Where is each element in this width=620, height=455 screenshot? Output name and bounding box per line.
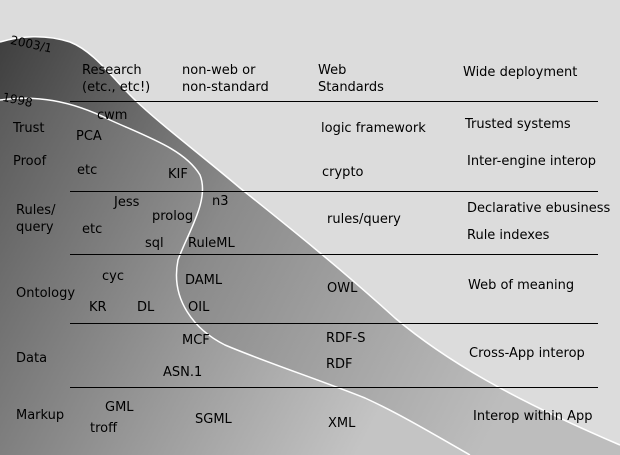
item-etc-proof: etc — [77, 163, 98, 178]
item-troff: troff — [90, 421, 118, 436]
deploy-web-of-meaning: Web of meaning — [468, 278, 575, 293]
deploy-cross-app-interop: Cross-App interop — [469, 346, 585, 361]
deploy-interop-within-app: Interop within App — [473, 409, 593, 424]
web-xml: XML — [328, 416, 356, 431]
item-gml: GML — [105, 400, 134, 415]
row-label-ontology: Ontology — [16, 286, 76, 301]
item-mcf: MCF — [182, 333, 210, 348]
item-daml: DAML — [185, 273, 223, 288]
item-prolog: prolog — [152, 209, 194, 224]
header-nonweb: non-web or non-standard — [182, 62, 269, 96]
header-web-line1: Web — [318, 63, 347, 78]
web-rdf-s: RDF-S — [326, 331, 366, 346]
header-web-line2: Standards — [318, 80, 384, 95]
web-owl: OWL — [327, 281, 358, 296]
row-label-proof: Proof — [13, 154, 47, 169]
web-rdf: RDF — [326, 357, 353, 372]
item-asn1: ASN.1 — [163, 365, 203, 380]
web-rules-query: rules/query — [327, 212, 401, 227]
row-label-markup: Markup — [16, 408, 65, 423]
header-web-standards: Web Standards — [318, 62, 384, 96]
deploy-inter-engine-interop: Inter-engine interop — [467, 154, 597, 169]
item-oil: OIL — [188, 300, 210, 315]
row-label-rules-line2: query — [16, 220, 54, 235]
header-research: Research (etc., etc!) — [82, 62, 150, 96]
header-research-line2: (etc., etc!) — [82, 80, 151, 95]
item-sql: sql — [145, 236, 164, 251]
web-logic-framework: logic framework — [321, 121, 426, 136]
item-kr: KR — [89, 300, 107, 315]
row-label-trust: Trust — [13, 121, 45, 136]
item-jess: Jess — [114, 195, 140, 210]
row-label-data: Data — [16, 351, 48, 366]
item-pca: PCA — [76, 129, 102, 144]
item-cwm: cwm — [97, 108, 128, 123]
item-ruleml: RuleML — [188, 236, 235, 251]
header-nonweb-line1: non-web or — [182, 63, 256, 78]
item-n3: n3 — [212, 194, 229, 209]
row-label-rules: Rules/ query — [16, 202, 55, 236]
boundary-2003 — [0, 35, 620, 446]
item-etc-rules: etc — [82, 222, 103, 237]
row-label-rules-line1: Rules/ — [16, 203, 56, 218]
header-research-line1: Research — [82, 63, 142, 78]
row-dividers — [70, 101, 598, 388]
item-kif: KIF — [168, 167, 188, 182]
boundary-1998 — [0, 97, 471, 455]
item-dl: DL — [137, 300, 155, 315]
deploy-declarative-ebusiness: Declarative ebusiness — [467, 201, 611, 216]
header-nonweb-line2: non-standard — [182, 80, 269, 95]
web-crypto: crypto — [322, 165, 364, 180]
header-wide-deployment: Wide deployment — [463, 65, 578, 80]
item-cyc: cyc — [102, 269, 124, 284]
region-1998 — [0, 98, 470, 455]
deploy-rule-indexes: Rule indexes — [467, 228, 550, 243]
item-sgml: SGML — [195, 412, 232, 427]
deploy-trusted-systems: Trusted systems — [465, 117, 571, 132]
